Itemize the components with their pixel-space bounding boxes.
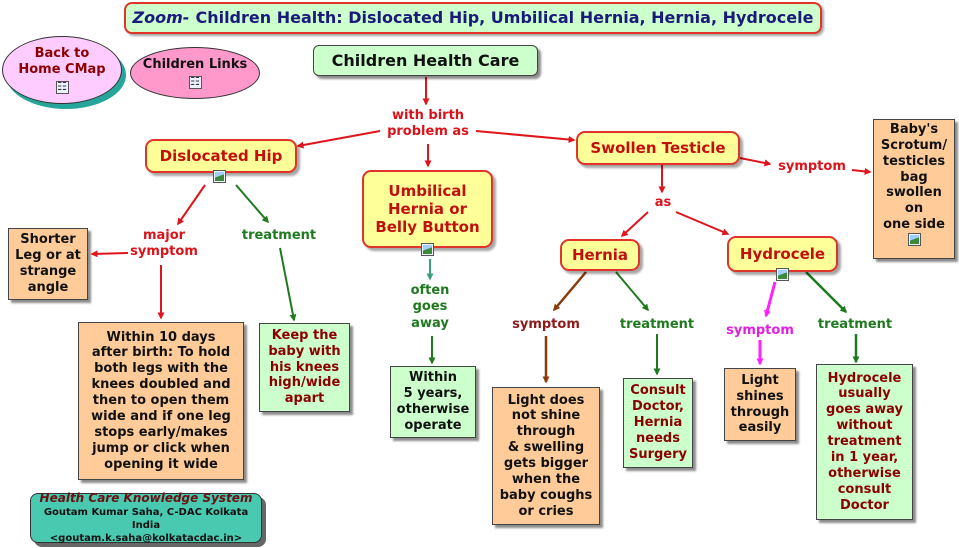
concept-map-icon[interactable] bbox=[55, 80, 69, 94]
umbilical-label: Umbilical Hernia or Belly Button bbox=[375, 181, 480, 237]
link-major-symptom: major symptom bbox=[130, 228, 198, 260]
page-title: Zoom- Children Health: Dislocated Hip, U… bbox=[124, 2, 822, 34]
hydrocele-label: Hydrocele bbox=[739, 244, 826, 263]
image-icon[interactable] bbox=[421, 243, 434, 256]
edge-treatment-keep bbox=[279, 247, 297, 322]
edge-birth-hip bbox=[296, 130, 381, 149]
concept-light-shines[interactable]: Light shines through easily bbox=[724, 368, 796, 441]
concept-hernia[interactable]: Hernia bbox=[560, 239, 640, 271]
concept-swollen-testicle[interactable]: Swollen Testicle bbox=[576, 131, 740, 165]
image-icon[interactable] bbox=[776, 268, 789, 281]
hydrocele-usually-label: Hydrocele usually goes away without trea… bbox=[826, 370, 903, 513]
keep-baby-label: Keep the baby with his knees high/wide a… bbox=[268, 327, 341, 407]
concept-within-10-days[interactable]: Within 10 days after birth: To hold both… bbox=[78, 322, 244, 480]
concept-keep-baby[interactable]: Keep the baby with his knees high/wide a… bbox=[259, 323, 350, 412]
back-home-label: Back to Home CMap bbox=[18, 46, 106, 77]
edge-birth-swollen bbox=[475, 130, 576, 143]
image-icon[interactable] bbox=[213, 170, 226, 183]
edge-symptom-shorter bbox=[90, 250, 129, 258]
shorter-leg-label: Shorter Leg or at strange angle bbox=[15, 232, 81, 295]
footer-email[interactable]: <goutam.k.saha@kolkatacdac.in> bbox=[49, 533, 243, 545]
concept-umbilical-hernia[interactable]: Umbilical Hernia or Belly Button bbox=[362, 170, 493, 248]
link-hydrocele-treatment: treatment bbox=[817, 317, 893, 332]
concept-shorter-leg[interactable]: Shorter Leg or at strange angle bbox=[8, 228, 88, 300]
link-often-goes-away: often goes away bbox=[410, 283, 450, 331]
edge-hip-symptom bbox=[177, 184, 206, 226]
link-swollen-symptom: symptom bbox=[778, 159, 846, 174]
concept-consult-doctor[interactable]: Consult Doctor, Hernia needs Surgery bbox=[623, 378, 693, 468]
concept-baby-scrotum[interactable]: Baby's Scrotum/ testicles bag swollen on… bbox=[873, 119, 955, 259]
link-hernia-symptom: symptom bbox=[512, 317, 580, 332]
within-10-days-label: Within 10 days after birth: To hold both… bbox=[91, 329, 231, 472]
link-hydrocele-symptom: symptom bbox=[726, 323, 794, 338]
root-label: Children Health Care bbox=[331, 50, 520, 70]
link-with-birth: with birth problem as bbox=[387, 108, 469, 140]
concept-map-icon[interactable] bbox=[188, 75, 202, 89]
edge-hip-treatment bbox=[235, 184, 269, 224]
footer-credits: Health Care Knowledge System Goutam Kuma… bbox=[30, 490, 262, 545]
concept-within-5-years[interactable]: Within 5 years, otherwise operate bbox=[390, 366, 476, 438]
concept-dislocated-hip[interactable]: Dislocated Hip bbox=[145, 139, 297, 173]
children-links-label: Children Links bbox=[142, 57, 248, 73]
concept-hydrocele-usually[interactable]: Hydrocele usually goes away without trea… bbox=[816, 364, 913, 520]
edge-as-hydrocele bbox=[675, 211, 730, 236]
edge-symptom-scrotum bbox=[851, 167, 872, 175]
swollen-testicle-label: Swollen Testicle bbox=[590, 138, 726, 157]
image-icon[interactable] bbox=[907, 233, 921, 247]
hernia-label: Hernia bbox=[571, 245, 629, 264]
light-not-shine-label: Light does not shine through & swelling … bbox=[499, 392, 593, 519]
consult-doctor-label: Consult Doctor, Hernia needs Surgery bbox=[628, 383, 688, 462]
title-text: Children Health: Dislocated Hip, Umbilic… bbox=[195, 8, 814, 28]
edge-swollen-symptom bbox=[739, 157, 772, 167]
root-concept[interactable]: Children Health Care bbox=[313, 45, 538, 76]
back-home-button[interactable]: Back to Home CMap bbox=[2, 36, 122, 104]
light-shines-label: Light shines through easily bbox=[730, 372, 790, 436]
edge-hydrocele-symptom bbox=[764, 281, 777, 318]
within-5-years-label: Within 5 years, otherwise operate bbox=[396, 370, 470, 433]
link-hernia-treatment: treatment bbox=[619, 317, 695, 332]
title-prefix: Zoom- bbox=[132, 8, 190, 28]
dislocated-hip-label: Dislocated Hip bbox=[159, 146, 283, 165]
edge-hydrocele-treatment bbox=[805, 271, 848, 314]
baby-scrotum-label: Baby's Scrotum/ testicles bag swollen on… bbox=[880, 122, 948, 233]
children-links-button[interactable]: Children Links bbox=[130, 47, 260, 99]
concept-light-not-shine[interactable]: Light does not shine through & swelling … bbox=[492, 387, 600, 525]
footer-author: Goutam Kumar Saha, C-DAC Kolkata India bbox=[43, 507, 249, 532]
link-hip-treatment: treatment bbox=[241, 228, 317, 243]
edge-hernia-symptom bbox=[553, 271, 587, 312]
edge-as-hernia bbox=[620, 211, 649, 238]
link-as: as bbox=[654, 195, 672, 210]
footer-system: Health Care Knowledge System bbox=[39, 490, 253, 505]
concept-hydrocele[interactable]: Hydrocele bbox=[727, 236, 838, 272]
edge-hernia-treatment bbox=[615, 271, 649, 312]
